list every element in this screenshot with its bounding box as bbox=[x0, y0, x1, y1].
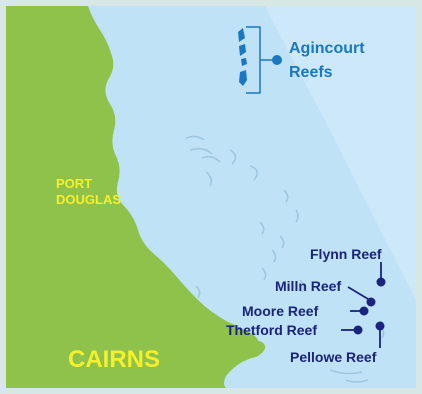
reef-outline bbox=[185, 135, 205, 141]
pellowe-reef-marker bbox=[375, 321, 385, 331]
milln-leader-line bbox=[347, 286, 369, 300]
reef-outline bbox=[295, 209, 299, 223]
agincourt-reefs bbox=[238, 28, 247, 86]
reef-outline bbox=[299, 279, 305, 293]
reef-outline bbox=[271, 249, 277, 263]
agincourt-reef-3 bbox=[241, 58, 247, 66]
pellowe-reef-label: Pellowe Reef bbox=[290, 349, 377, 365]
moore-reef-marker bbox=[359, 306, 369, 316]
agincourt-reef-4 bbox=[239, 70, 247, 86]
reef-outline bbox=[329, 369, 363, 375]
port-label: PORT bbox=[56, 176, 92, 191]
reef-outline bbox=[229, 149, 237, 165]
cairns-headland bbox=[232, 339, 266, 359]
agincourt-label-line2: Reefs bbox=[289, 64, 333, 81]
agincourt-reef-2 bbox=[239, 44, 246, 56]
flynn-reef-label: Flynn Reef bbox=[310, 246, 382, 262]
douglas-label: DOUGLAS bbox=[56, 192, 121, 207]
agincourt-label-line1: Agincourt bbox=[289, 40, 365, 57]
reef-outline bbox=[195, 285, 201, 299]
flynn-reef-marker bbox=[376, 277, 386, 287]
reef-outline bbox=[201, 155, 221, 163]
mainland bbox=[6, 6, 260, 388]
cairns-label: CAIRNS bbox=[68, 346, 160, 373]
reef-outline bbox=[259, 221, 265, 235]
thetford-reef-label: Thetford Reef bbox=[226, 322, 317, 338]
reef-outline bbox=[279, 235, 285, 249]
agincourt-marker bbox=[272, 55, 282, 65]
reef-outline bbox=[189, 147, 213, 155]
reef-outline bbox=[249, 165, 258, 181]
reef-outline bbox=[283, 189, 289, 203]
reef-outline bbox=[345, 379, 369, 383]
agincourt-reef-1 bbox=[238, 28, 245, 42]
reef-outline bbox=[261, 267, 267, 281]
offshore-zone bbox=[265, 6, 416, 300]
reef-outlines bbox=[185, 135, 385, 383]
reef-outline bbox=[205, 171, 213, 187]
thetford-reef-marker bbox=[353, 325, 363, 335]
moore-reef-label: Moore Reef bbox=[242, 303, 319, 319]
milln-reef-label: Milln Reef bbox=[275, 278, 341, 294]
milln-reef-marker bbox=[366, 297, 376, 307]
